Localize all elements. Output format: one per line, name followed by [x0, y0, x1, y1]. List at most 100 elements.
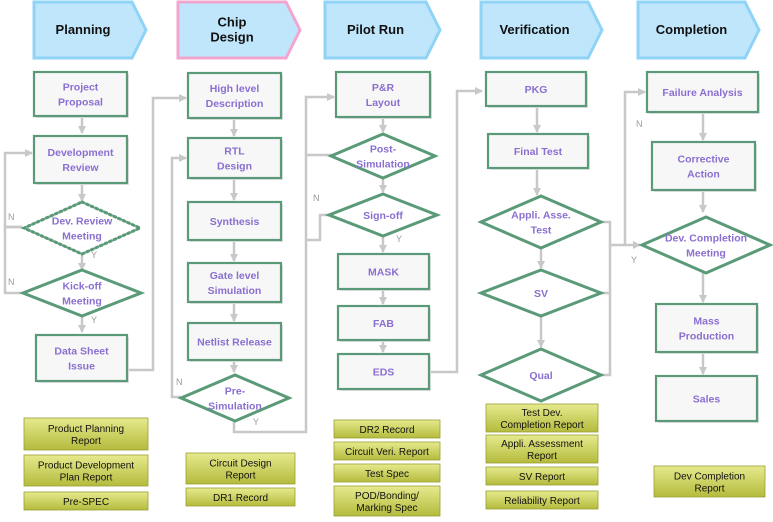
step-label: PKG	[525, 84, 548, 96]
step-label: Kick-off	[62, 281, 102, 293]
step-label: RTL	[224, 146, 245, 158]
doc-dr2-record: DR2 Record	[333, 419, 441, 439]
decision-diamond	[18, 268, 146, 318]
process-box	[654, 302, 759, 354]
step-label: Dev. Completion	[665, 233, 747, 245]
phase-label: Chip	[218, 15, 247, 30]
document-label: Dev Completion	[674, 472, 745, 483]
step-label: Development	[48, 147, 114, 159]
step-appli-asse-test: Appli. Asse.Test	[477, 194, 605, 250]
process-box	[336, 252, 431, 291]
decision-diamond	[477, 194, 605, 250]
process-box	[186, 261, 283, 304]
document-label: Report	[225, 471, 255, 482]
connector	[306, 213, 330, 242]
step-label: Corrective	[678, 154, 730, 166]
decision-diamond	[20, 200, 144, 256]
process-box	[186, 136, 283, 180]
document-label: POD/Bonding/	[355, 491, 419, 502]
document-label: Marking Spec	[356, 503, 417, 514]
step-label: Production	[679, 331, 734, 343]
process-box	[186, 200, 283, 242]
document-label: Appli. Assessment	[501, 439, 583, 450]
doc-test-spec: Test Spec	[333, 463, 441, 483]
phase-arrow-shape	[636, 0, 761, 60]
step-label: Final Test	[514, 146, 563, 158]
document-label: Report	[527, 451, 557, 462]
decision-diamond	[638, 215, 773, 275]
step-label: Meeting	[62, 296, 102, 308]
process-box	[186, 321, 283, 362]
document-label: Circuit Design	[209, 459, 271, 470]
step-netlist-release: Netlist Release	[186, 321, 283, 362]
step-qual: Qual	[477, 347, 605, 403]
step-sales: Sales	[654, 374, 759, 423]
process-box	[336, 304, 431, 342]
process-box	[484, 70, 588, 108]
phase-label: Design	[210, 30, 253, 45]
process-box	[32, 134, 129, 185]
connector	[3, 225, 22, 295]
decision-diamond	[476, 268, 606, 318]
step-eds: EDS	[336, 352, 431, 391]
connector	[600, 245, 612, 295]
connector	[430, 87, 483, 374]
step-label: FAB	[373, 318, 394, 330]
step-synthesis: Synthesis	[186, 200, 283, 242]
process-box	[334, 70, 432, 119]
phase-arrow-shape	[32, 0, 148, 60]
process-box	[645, 70, 760, 114]
phase-label: Pilot Run	[347, 22, 404, 37]
step-label: Simulation	[208, 401, 262, 413]
document-label: Product Planning	[48, 424, 124, 435]
doc-pre-spec: Pre-SPEC	[23, 491, 149, 511]
step-label: Qual	[529, 370, 552, 382]
step-label: Test	[531, 225, 552, 237]
doc-pod-bonding-marking-spec: POD/Bonding/Marking Spec	[333, 485, 441, 517]
step-label: Action	[687, 169, 720, 181]
step-post-simulation: Post-Simulation	[327, 132, 439, 180]
step-label: Meeting	[62, 231, 102, 243]
process-box	[654, 374, 759, 423]
process-box	[486, 132, 590, 170]
no-label: N	[8, 212, 15, 222]
document-box	[653, 465, 766, 498]
step-label: Mass	[693, 316, 719, 328]
phase-arrow-shape	[323, 0, 442, 60]
step-label: Description	[206, 98, 264, 110]
document-label: DR1 Record	[213, 493, 268, 504]
connector-lines	[3, 87, 707, 434]
document-label: Report	[71, 436, 101, 447]
step-fab: FAB	[336, 304, 431, 342]
step-label: Meeting	[686, 248, 726, 260]
document-box	[333, 463, 441, 483]
decision-diamond	[324, 192, 442, 238]
step-label: EDS	[373, 367, 395, 379]
step-label: Sign-off	[363, 210, 403, 222]
document-label: Circuit Veri. Report	[345, 447, 429, 458]
phase-completion: Completion	[636, 0, 761, 60]
no-label: N	[313, 193, 320, 203]
connector	[623, 88, 646, 245]
document-box	[485, 466, 599, 486]
connector	[128, 94, 187, 372]
document-label: Test Spec	[365, 469, 409, 480]
document-box	[185, 452, 296, 485]
phase-arrow-shape	[479, 0, 604, 60]
step-label: SV	[534, 288, 548, 300]
